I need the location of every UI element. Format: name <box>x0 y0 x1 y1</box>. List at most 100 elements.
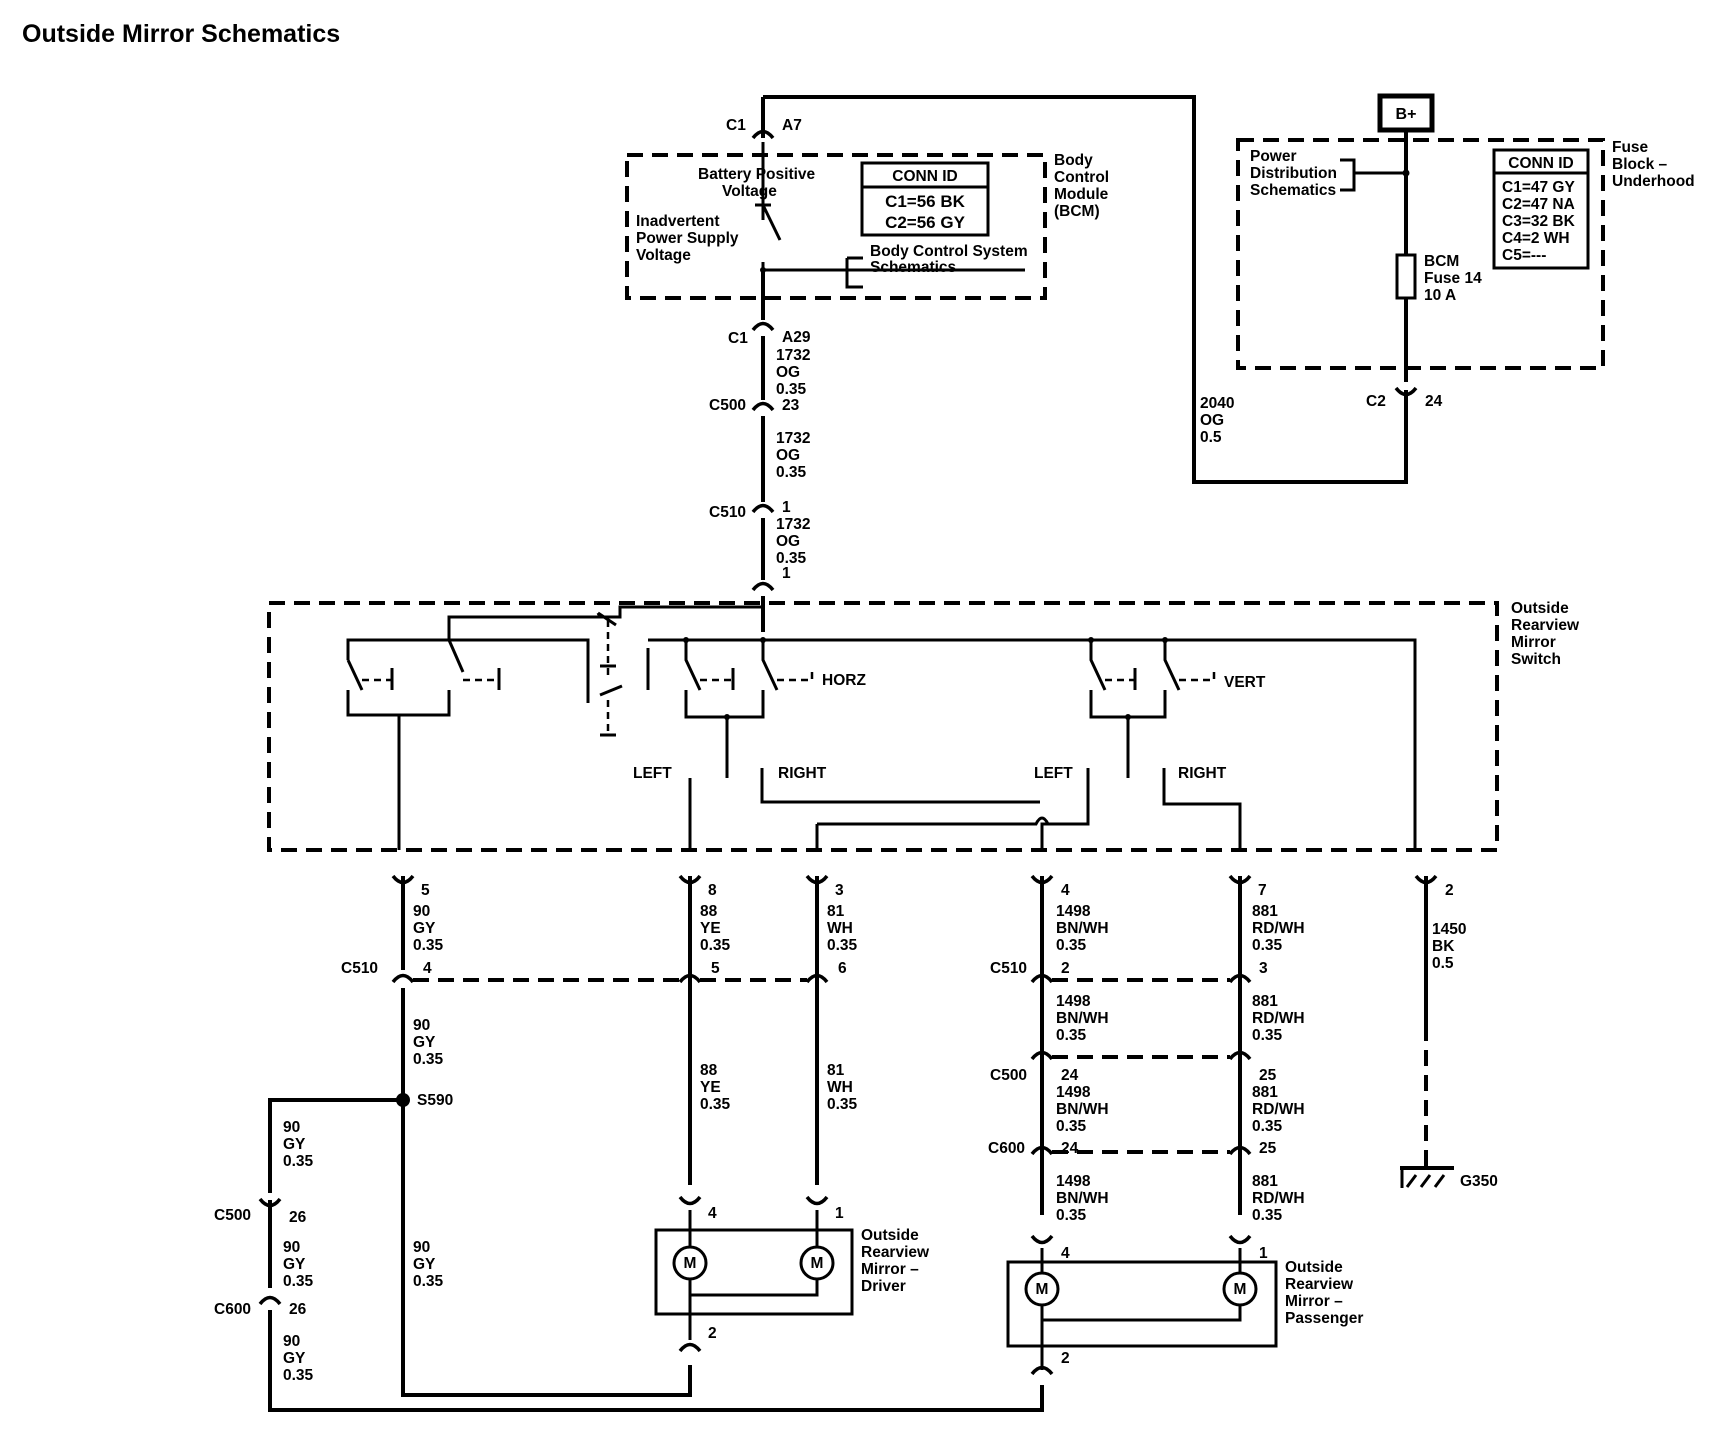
svg-text:881: 881 <box>1252 993 1278 1010</box>
svg-text:1498: 1498 <box>1056 993 1091 1010</box>
passenger-mirror-line1: Outside <box>1285 1259 1343 1276</box>
battery-voltage-line1: Battery Positive <box>698 166 816 183</box>
svg-text:90: 90 <box>413 1017 430 1034</box>
svg-text:4: 4 <box>1061 1245 1070 1262</box>
svg-text:C500: C500 <box>990 1067 1027 1084</box>
fb-conn-id-row2: C2=47 NA <box>1502 196 1575 213</box>
fuse-14-symbol <box>1395 253 1417 300</box>
svg-text:3: 3 <box>1259 960 1268 977</box>
svg-text:WH: WH <box>827 920 853 937</box>
svg-text:1732: 1732 <box>776 430 810 447</box>
svg-text:24: 24 <box>1061 1140 1079 1157</box>
bcm-module: Body Control Module (BCM) Battery Positi… <box>625 142 1109 300</box>
svg-text:GY: GY <box>413 920 436 937</box>
svg-text:0.35: 0.35 <box>1252 1027 1283 1044</box>
svg-text:2: 2 <box>1061 960 1070 977</box>
svg-text:0.35: 0.35 <box>1252 1207 1283 1224</box>
svg-text:7: 7 <box>1258 882 1267 899</box>
svg-text:2: 2 <box>1445 882 1454 899</box>
bcm-name-line1: Body <box>1054 152 1093 169</box>
svg-text:GY: GY <box>413 1034 436 1051</box>
svg-text:2: 2 <box>1061 1350 1070 1367</box>
bcs-ref-line1: Body Control System <box>870 243 1028 260</box>
svg-text:RD/WH: RD/WH <box>1252 1190 1305 1207</box>
vert-right-label: RIGHT <box>1178 765 1227 782</box>
bcm-name-line3: Module <box>1054 186 1109 203</box>
driver-mirror-line3: Mirror – <box>861 1261 919 1278</box>
svg-text:WH: WH <box>827 1079 853 1096</box>
fuse-block-name-line2: Block – <box>1612 156 1668 173</box>
svg-text:C510: C510 <box>709 504 746 521</box>
passenger-mirror-line3: Mirror – <box>1285 1293 1343 1310</box>
svg-text:GY: GY <box>413 1256 436 1273</box>
svg-text:0.35: 0.35 <box>700 937 731 954</box>
svg-text:1732: 1732 <box>776 347 810 364</box>
bcm-name-line4: (BCM) <box>1054 203 1100 220</box>
svg-text:GY: GY <box>283 1350 306 1367</box>
svg-text:OG: OG <box>1200 412 1224 429</box>
bcm-pin-a7-label: A7 <box>782 117 802 134</box>
svg-text:881: 881 <box>1252 1173 1278 1190</box>
svg-text:1498: 1498 <box>1056 1084 1091 1101</box>
svg-text:0.35: 0.35 <box>1056 937 1087 954</box>
svg-text:2040: 2040 <box>1200 395 1234 412</box>
svg-text:881: 881 <box>1252 1084 1278 1101</box>
svg-text:A29: A29 <box>782 329 811 346</box>
svg-text:0.35: 0.35 <box>776 550 807 567</box>
svg-text:0.35: 0.35 <box>283 1273 314 1290</box>
svg-text:88: 88 <box>700 1062 718 1079</box>
switch-name-line1: Outside <box>1511 600 1569 617</box>
svg-text:0.35: 0.35 <box>413 1273 444 1290</box>
svg-text:3: 3 <box>835 882 844 899</box>
svg-text:1: 1 <box>1259 1245 1268 1262</box>
svg-text:C500: C500 <box>214 1207 251 1224</box>
fb-conn-id-row4: C4=2 WH <box>1502 230 1570 247</box>
switch-name-line3: Mirror <box>1511 634 1556 651</box>
svg-text:0.35: 0.35 <box>776 464 807 481</box>
svg-text:0.35: 0.35 <box>283 1153 314 1170</box>
passenger-mirror-line2: Rearview <box>1285 1276 1354 1293</box>
svg-text:23: 23 <box>782 397 800 414</box>
svg-text:0.35: 0.35 <box>1252 937 1283 954</box>
svg-text:8: 8 <box>708 882 717 899</box>
vert-label: VERT <box>1224 674 1266 691</box>
horz-right-label: RIGHT <box>778 765 827 782</box>
switch-name-line2: Rearview <box>1511 617 1580 634</box>
svg-text:RD/WH: RD/WH <box>1252 920 1305 937</box>
svg-text:4: 4 <box>1061 882 1070 899</box>
inadvertent-line2: Power Supply <box>636 230 739 247</box>
svg-text:M: M <box>684 1255 697 1272</box>
svg-text:1: 1 <box>835 1205 844 1222</box>
svg-text:0.35: 0.35 <box>283 1367 314 1384</box>
svg-text:BN/WH: BN/WH <box>1056 920 1109 937</box>
svg-text:BN/WH: BN/WH <box>1056 1190 1109 1207</box>
svg-text:1498: 1498 <box>1056 1173 1091 1190</box>
svg-text:1: 1 <box>782 499 791 516</box>
driver-mirror-line1: Outside <box>861 1227 919 1244</box>
switch-name-line4: Switch <box>1511 651 1561 668</box>
svg-text:GY: GY <box>283 1256 306 1273</box>
svg-text:81: 81 <box>827 1062 845 1079</box>
fuse-block-underhood: B+ Fuse Block – Underhood Power Distribu… <box>1236 93 1695 382</box>
svg-text:0.35: 0.35 <box>776 381 807 398</box>
battery-voltage-line2: Voltage <box>722 183 777 200</box>
svg-text:26: 26 <box>289 1301 307 1318</box>
svg-text:BK: BK <box>1432 938 1455 955</box>
svg-text:BN/WH: BN/WH <box>1056 1010 1109 1027</box>
svg-text:881: 881 <box>1252 903 1278 920</box>
fuse-label-line1: BCM <box>1424 253 1459 270</box>
svg-text:5: 5 <box>711 960 720 977</box>
svg-text:1450: 1450 <box>1432 921 1466 938</box>
svg-text:YE: YE <box>700 920 721 937</box>
svg-text:C600: C600 <box>214 1301 251 1318</box>
mirror-switch: Outside Rearview Mirror Switch <box>267 600 1580 852</box>
svg-text:0.35: 0.35 <box>827 937 858 954</box>
svg-text:0.35: 0.35 <box>1056 1207 1087 1224</box>
fb-conn-id-row3: C3=32 BK <box>1502 213 1576 230</box>
